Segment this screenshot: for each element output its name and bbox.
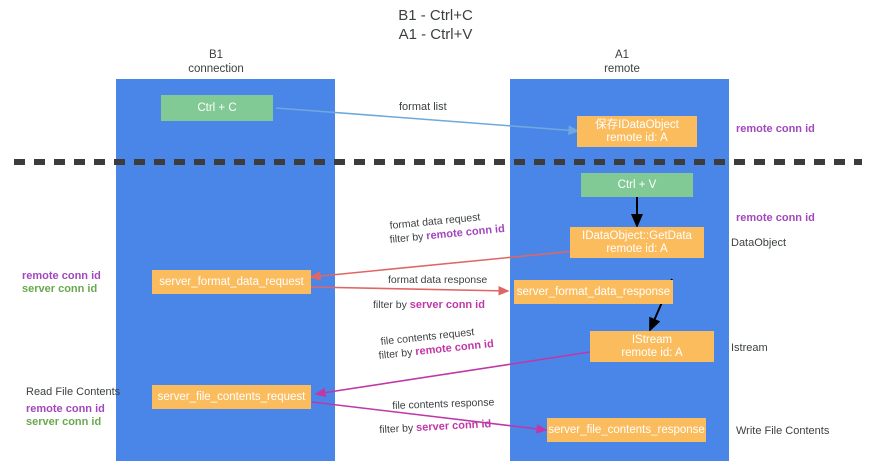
- box-save-idataobject-label: 保存IDataObject: [595, 118, 679, 131]
- box-idataobject-getdata[interactable]: IDataObject::GetData remote id: A: [570, 227, 704, 258]
- note-left-remote-conn-id-bottom: remote conn id: [26, 403, 105, 415]
- note-right-dataobject: DataObject: [731, 237, 787, 249]
- label-file-contents-response-filter: filter by server conn id: [379, 417, 492, 437]
- label-format-data-request-filter-prefix: filter by: [389, 230, 427, 246]
- box-istream-label: IStream: [631, 333, 673, 346]
- box-idataobject-getdata-label: IDataObject::GetData: [582, 229, 692, 242]
- box-server-file-contents-response-label: server_file_contents_response: [548, 423, 705, 436]
- label-format-data-response-filter-key: server conn id: [409, 299, 485, 311]
- label-format-data-response-filter-prefix: filter by: [373, 299, 410, 311]
- box-idataobject-getdata-sub: remote id: A: [606, 242, 668, 255]
- box-ctrl-v[interactable]: Ctrl + V: [581, 173, 693, 197]
- label-format-data-response: format data response: [388, 273, 487, 287]
- label-file-contents-response-text: file contents response: [392, 396, 495, 412]
- label-file-contents-response: file contents response: [392, 395, 495, 413]
- box-istream[interactable]: IStream remote id: A: [590, 331, 714, 362]
- label-format-list: format list: [399, 101, 447, 113]
- box-server-file-contents-request-label: server_file_contents_request: [157, 390, 306, 403]
- box-server-format-data-request-label: server_format_data_request: [159, 275, 304, 288]
- box-server-format-data-response[interactable]: server_format_data_response: [514, 280, 673, 304]
- label-file-contents-response-filter-prefix: filter by: [379, 422, 417, 436]
- box-ctrl-v-label: Ctrl + V: [617, 178, 657, 191]
- arrow-format-data-response: [310, 286, 510, 296]
- note-right-remote-conn-id-top: remote conn id: [736, 123, 815, 135]
- note-right-remote-conn-id-mid: remote conn id: [736, 212, 815, 224]
- note-left-server-conn-id-bottom: server conn id: [26, 416, 102, 428]
- note-right-write-file-contents: Write File Contents: [736, 425, 830, 437]
- column-header-b1: B1 connection: [116, 48, 316, 76]
- box-server-format-data-request[interactable]: server_format_data_request: [152, 270, 311, 294]
- box-server-file-contents-response[interactable]: server_file_contents_response: [547, 418, 706, 442]
- diagram-title: B1 - Ctrl+C A1 - Ctrl+V: [0, 6, 871, 44]
- label-file-contents-response-filter-key: server conn id: [415, 418, 492, 435]
- note-left-read-file-contents: Read File Contents: [26, 386, 121, 398]
- box-istream-sub: remote id: A: [621, 346, 683, 359]
- column-header-a1-name: A1: [614, 49, 630, 61]
- column-header-b1-role: connection: [188, 63, 244, 75]
- column-header-a1-role: remote: [604, 63, 640, 75]
- note-right-istream: Istream: [731, 342, 768, 354]
- label-format-data-response-filter: filter by server conn id: [373, 298, 485, 312]
- note-left-server-conn-id-mid: server conn id: [22, 283, 98, 295]
- note-left-remote-conn-id-mid: remote conn id: [22, 270, 101, 282]
- diagram-title-line-2: A1 - Ctrl+V: [398, 26, 473, 43]
- box-server-format-data-response-label: server_format_data_response: [516, 285, 671, 298]
- label-format-data-response-text: format data response: [388, 274, 488, 286]
- diagram-title-line-1: B1 - Ctrl+C: [398, 7, 473, 24]
- label-file-contents-request-filter-prefix: filter by: [378, 346, 416, 362]
- box-server-file-contents-request[interactable]: server_file_contents_request: [152, 385, 311, 409]
- box-save-idataobject[interactable]: 保存IDataObject remote id: A: [577, 116, 697, 147]
- column-header-b1-name: B1: [208, 49, 224, 61]
- box-ctrl-c-label: Ctrl + C: [197, 101, 237, 114]
- box-ctrl-c[interactable]: Ctrl + C: [161, 95, 273, 121]
- box-save-idataobject-sub: remote id: A: [606, 131, 668, 144]
- column-header-a1: A1 remote: [522, 48, 722, 76]
